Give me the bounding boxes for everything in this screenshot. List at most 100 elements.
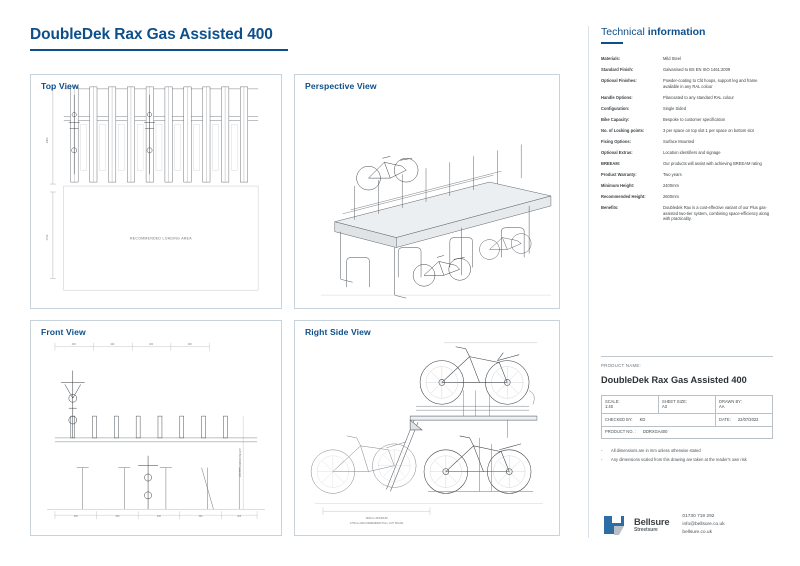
product-no-label: PRODUCT NO. : bbox=[605, 429, 636, 435]
scale-cell: SCALE: 1:40 bbox=[601, 394, 659, 415]
spec-key: Configuration: bbox=[601, 105, 630, 111]
checked-by-cell: CHECKED BY: KD bbox=[601, 413, 716, 427]
spec-value: Our products will assist with achieving … bbox=[663, 160, 762, 166]
title-underline bbox=[30, 49, 288, 51]
svg-text:400: 400 bbox=[199, 515, 204, 518]
contact-email[interactable]: info@bellsure.co.uk bbox=[682, 521, 725, 527]
panel-perspective-view-label: Perspective View bbox=[305, 81, 377, 91]
note-text: Any dimensions scaled from this drawing … bbox=[611, 456, 747, 462]
page-title: DoubleDek Rax Gas Assisted 400 bbox=[30, 26, 273, 43]
product-no-cell: PRODUCT NO. : DDRXGA400 bbox=[601, 425, 773, 440]
spec-row: Fixing Options: Surface Mounted bbox=[601, 139, 773, 150]
spec-key: Standard Finish: bbox=[601, 67, 634, 72]
spec-value: Galvanised to BS EN ISO 1461:2009 bbox=[663, 67, 731, 72]
spec-key: Benefits: bbox=[601, 204, 619, 210]
svg-text:400: 400 bbox=[110, 343, 115, 346]
panel-front-view: Front View 400 400 400 400 bbox=[30, 320, 282, 536]
sheet-size-label: SHEET SIZE: bbox=[662, 398, 687, 404]
right-side-view-drawing: 1500mm MINIMUM 1750mm RECOMMENDED PULL O… bbox=[295, 321, 559, 535]
svg-text:1500mm MINIMUM: 1500mm MINIMUM bbox=[365, 516, 387, 520]
note-text: All dimensions are in mm unless otherwis… bbox=[611, 448, 701, 454]
product-name-label: PRODUCT NAME: bbox=[601, 363, 642, 368]
loading-area-note: RECOMMENDED LOADING AREA bbox=[130, 237, 192, 241]
spec-row: Standard Finish: Galvanised to BS EN ISO… bbox=[601, 67, 773, 78]
specifications-table: Materials: Mild Steel Standard Finish: G… bbox=[601, 56, 773, 227]
note-item: - Any dimensions scaled from this drawin… bbox=[601, 457, 773, 463]
spec-key: Materials: bbox=[601, 56, 621, 61]
logo-wordmark: Bellsure Streetsure bbox=[634, 516, 670, 532]
svg-text:1750: 1750 bbox=[45, 234, 49, 240]
perspective-view-drawing bbox=[295, 75, 559, 308]
information-column: Technical information Materials: Mild St… bbox=[588, 26, 773, 538]
panel-front-view-label: Front View bbox=[41, 327, 86, 337]
spec-row: BREEAM: Our products will assist with ac… bbox=[601, 161, 773, 172]
note-bullet: - bbox=[601, 448, 603, 454]
drawings-column: DoubleDek Rax Gas Assisted 400 Top View bbox=[30, 26, 560, 536]
checked-by-value: KD bbox=[639, 416, 646, 422]
spec-value: Two years bbox=[663, 171, 682, 177]
note-item: - All dimensions are in mm unless otherw… bbox=[601, 448, 773, 454]
spec-key: Optional Extras: bbox=[601, 149, 633, 155]
spec-row: Configuration: Single Sided bbox=[601, 106, 773, 117]
panel-top-view: Top View 2400 1750 bbox=[30, 74, 282, 309]
spec-value: 3 per space on top slot 1 per space on b… bbox=[663, 127, 754, 133]
spec-row: Optional Extras: Location identifiers an… bbox=[601, 150, 773, 161]
spec-row: Benefits: Doubledek Rax is a cost-effect… bbox=[601, 205, 773, 228]
company-footer: Bellsure Streetsure 01730 719 292 info@b… bbox=[601, 512, 777, 538]
sheet-size-cell: SHEET SIZE: A3 bbox=[658, 394, 716, 415]
svg-text:400: 400 bbox=[115, 515, 120, 518]
spec-key: Bike Capacity: bbox=[601, 116, 630, 122]
product-block-divider bbox=[601, 356, 773, 357]
checked-by-label: CHECKED BY: bbox=[605, 416, 633, 422]
contact-details: 01730 719 292 info@bellsure.co.uk bellsu… bbox=[682, 513, 724, 538]
spec-key: No. of Locking points: bbox=[601, 127, 645, 133]
spec-value: 2400mm bbox=[663, 182, 679, 188]
product-name-value: DoubleDek Rax Gas Assisted 400 bbox=[601, 375, 747, 385]
spec-row: Materials: Mild Steel bbox=[601, 56, 773, 67]
product-title-block: PRODUCT NAME: DoubleDek Rax Gas Assisted… bbox=[601, 356, 773, 465]
scale-label: SCALE: bbox=[605, 398, 620, 404]
spec-value: Mild Steel bbox=[663, 56, 681, 61]
spec-row: Minimum Height: 2400mm bbox=[601, 183, 773, 194]
company-name: Bellsure bbox=[634, 516, 670, 528]
spec-row: Recommended Height: 2600mm bbox=[601, 194, 773, 205]
spec-value: Doubledek Rax is a cost-effective varian… bbox=[663, 204, 770, 222]
svg-text:2400: 2400 bbox=[45, 137, 49, 143]
spec-key: BREEAM: bbox=[601, 160, 621, 166]
technical-heading-underline bbox=[601, 42, 623, 44]
svg-text:1750mm RECOMMENDED PULL OUT SP: 1750mm RECOMMENDED PULL OUT SPACE bbox=[350, 521, 404, 525]
panel-right-side-view: Right Side View bbox=[294, 320, 560, 536]
spec-key: Handle Options: bbox=[601, 94, 633, 100]
bellsure-logo-icon bbox=[604, 516, 624, 535]
svg-text:200: 200 bbox=[237, 515, 242, 518]
technical-information-heading: Technical information bbox=[601, 26, 772, 38]
contact-website[interactable]: bellsure.co.uk bbox=[682, 530, 713, 536]
svg-text:400: 400 bbox=[74, 515, 79, 518]
spec-key: Minimum Height: bbox=[601, 182, 635, 188]
svg-text:400: 400 bbox=[72, 343, 77, 346]
technical-heading-bold: information bbox=[647, 26, 706, 38]
sheet-size-value: A3 bbox=[662, 404, 668, 410]
panel-top-view-label: Top View bbox=[41, 81, 79, 91]
front-view-drawing: 400 400 400 400 bbox=[31, 321, 281, 535]
drawing-notes: - All dimensions are in mm unless otherw… bbox=[601, 448, 773, 463]
title-block-row: CHECKED BY: KD DATE: 22/07/2022 bbox=[601, 413, 773, 427]
date-cell: DATE: 22/07/2022 bbox=[715, 413, 773, 427]
note-bullet: - bbox=[601, 456, 603, 462]
title-block-row: PRODUCT NO. : DDRXGA400 bbox=[601, 425, 773, 440]
spec-value: Powder-coating to Clit hoops, support le… bbox=[663, 78, 758, 89]
spec-row: No. of Locking points: 3 per space on to… bbox=[601, 128, 773, 139]
title-block-row: SCALE: 1:40 SHEET SIZE: A3 DRAWN BY: AA bbox=[601, 394, 773, 415]
svg-text:400: 400 bbox=[149, 343, 154, 346]
date-label: DATE: bbox=[719, 416, 731, 422]
top-view-drawing: 2400 1750 RECOMMENDED LOADING AREA bbox=[31, 75, 281, 308]
spec-value: 2600mm bbox=[663, 193, 679, 199]
spec-row: Bike Capacity: Bespoke to customer speci… bbox=[601, 117, 773, 128]
spec-value: Single Sided bbox=[663, 105, 686, 111]
spec-row: Handle Options: Plascoated to any standa… bbox=[601, 95, 773, 106]
svg-text:400: 400 bbox=[188, 343, 193, 346]
svg-text:2400mm MINIMUM HEIGHT: 2400mm MINIMUM HEIGHT bbox=[240, 448, 242, 477]
drawing-panels: Top View 2400 1750 bbox=[30, 74, 560, 536]
drawn-by-value: AA bbox=[719, 404, 725, 410]
